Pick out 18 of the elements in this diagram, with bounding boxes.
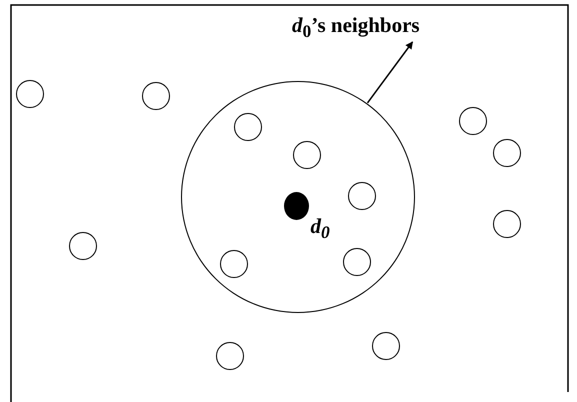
data-point-circle (459, 107, 487, 135)
data-point-circle (220, 250, 248, 278)
data-point-circle (142, 82, 170, 110)
data-point-circle (216, 342, 244, 370)
data-point-circle (234, 112, 262, 140)
text-label: d$_{0}$’s neighbors (292, 12, 488, 40)
data-point-circle (493, 210, 521, 238)
data-point-circle (372, 332, 400, 360)
node-label: d$_{0}$ (310, 214, 330, 244)
data-point-circle (292, 140, 320, 168)
data-point-circle (342, 248, 370, 276)
neighborhood-circle (181, 81, 415, 313)
data-point-circle (69, 232, 97, 260)
data-point-circle (16, 80, 44, 108)
data-point-circle (348, 182, 376, 210)
filled-dot (284, 192, 308, 220)
arrow (366, 41, 414, 104)
data-point-circle (493, 139, 521, 167)
